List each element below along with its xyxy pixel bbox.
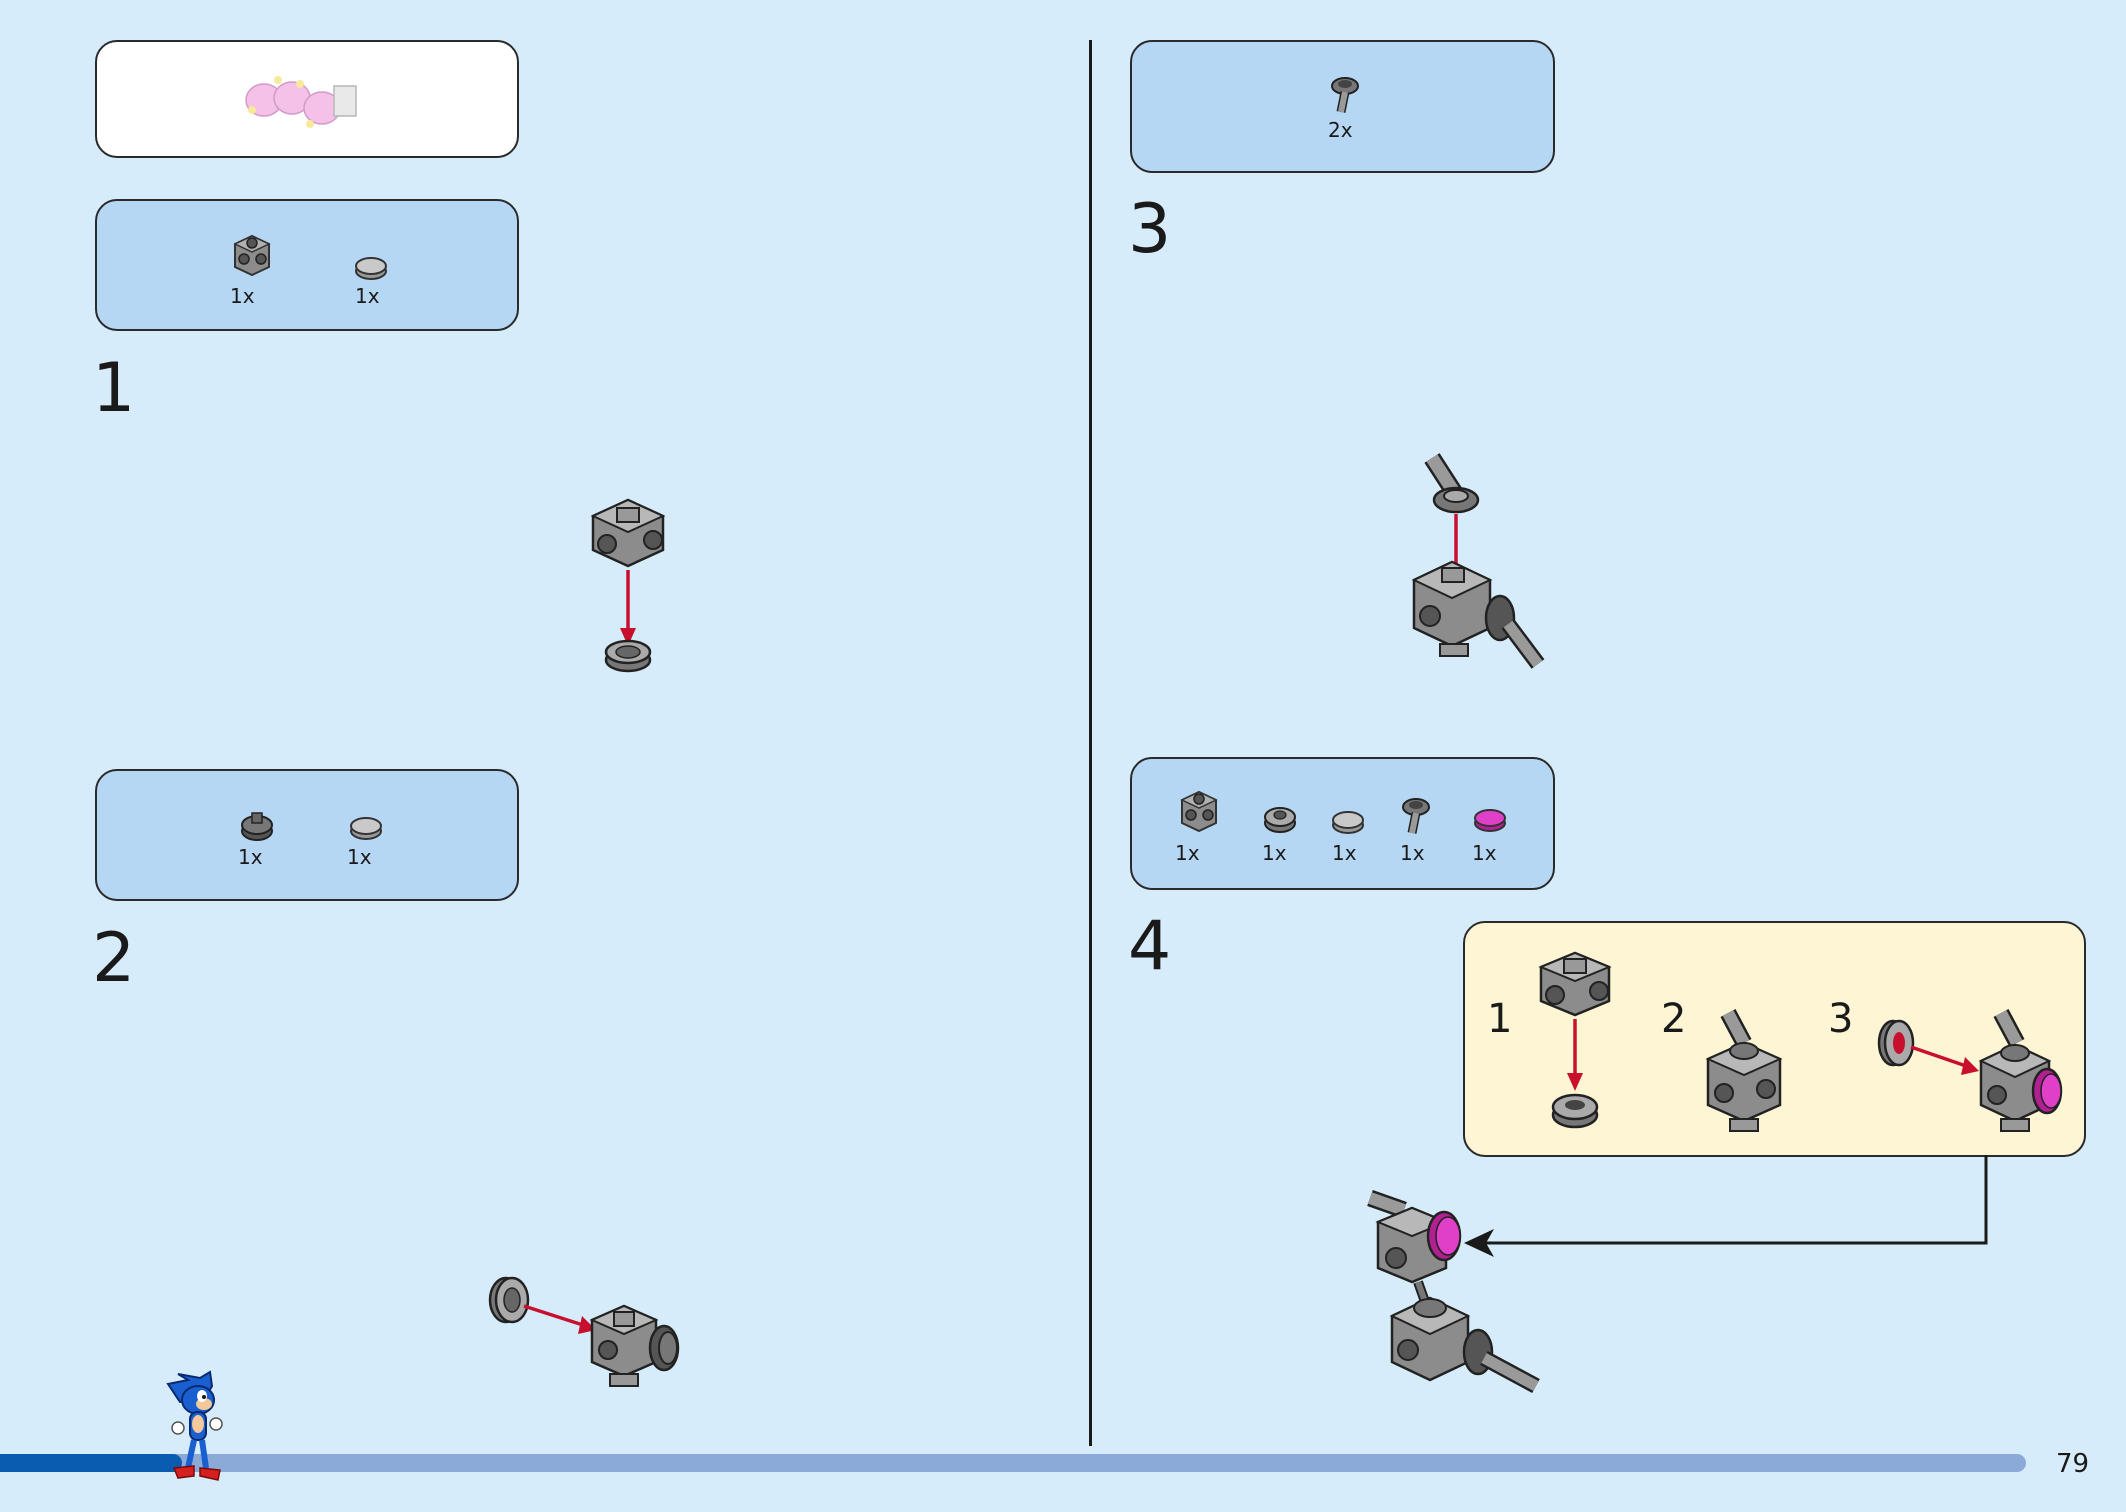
- step-4-build-illustration: [1367, 1189, 1540, 1394]
- progress-fill: [0, 1454, 182, 1472]
- round-tile-icon: [1332, 811, 1364, 834]
- sub-step-number: 2: [1661, 996, 1687, 1042]
- part-qty: 2x: [1328, 118, 1353, 142]
- sub-step-2-illustration: [1705, 1009, 1783, 1132]
- brick-1x1-studs-icon: [233, 234, 271, 277]
- part-qty: 1x: [230, 284, 255, 308]
- round-tile-icon: [355, 257, 387, 280]
- brick-1x1-studs-icon: [1180, 790, 1218, 833]
- component-overview-panel: [95, 40, 519, 158]
- part-qty: 1x: [1175, 841, 1200, 865]
- part-qty: 1x: [1332, 841, 1357, 865]
- round-plate-dark-icon: [241, 812, 273, 841]
- step-number: 1: [92, 349, 136, 428]
- part-qty: 1x: [347, 845, 372, 869]
- pink-round-tile-icon: [1474, 809, 1506, 832]
- step-3-parts-panel: 2x: [1130, 40, 1555, 173]
- page-number: 79: [2056, 1449, 2090, 1479]
- page-divider: [1089, 40, 1092, 1446]
- round-plate-icon: [1264, 807, 1296, 833]
- step-4-parts-panel: 1x 1x 1x 1x 1x: [1130, 757, 1555, 890]
- sonic-mascot-icon: [166, 1370, 223, 1481]
- step-3-build-illustration: [1411, 453, 1545, 669]
- sub-assembly-panel: 1 2 3: [1463, 921, 2086, 1157]
- part-qty: 1x: [1400, 841, 1425, 865]
- progress-track: [0, 1454, 2026, 1472]
- ball-joint-icon: [1402, 798, 1430, 834]
- round-tile-icon: [350, 817, 382, 840]
- step-number: 3: [1128, 190, 1172, 269]
- part-qty: 1x: [238, 845, 263, 869]
- sub-step-3-illustration: [1877, 1009, 2063, 1132]
- step-1-parts-panel: 1x 1x: [95, 199, 519, 331]
- step-2-parts-panel: 1x 1x: [95, 769, 519, 901]
- pink-assembly-icon: [245, 76, 357, 128]
- sub-step-number: 1: [1487, 996, 1513, 1042]
- part-qty: 1x: [1262, 841, 1287, 865]
- step-1-build-illustration: [590, 498, 666, 673]
- part-qty: 1x: [355, 284, 380, 308]
- step-number: 2: [92, 919, 136, 998]
- sub-step-number: 3: [1828, 996, 1854, 1042]
- step-number: 4: [1128, 907, 1172, 986]
- sub-step-1-illustration: [1538, 951, 1612, 1129]
- ball-joint-icon: [1331, 77, 1359, 113]
- step-2-build-illustration: [488, 1276, 680, 1387]
- part-qty: 1x: [1472, 841, 1497, 865]
- callout-connector-arrow: [1464, 1155, 1988, 1257]
